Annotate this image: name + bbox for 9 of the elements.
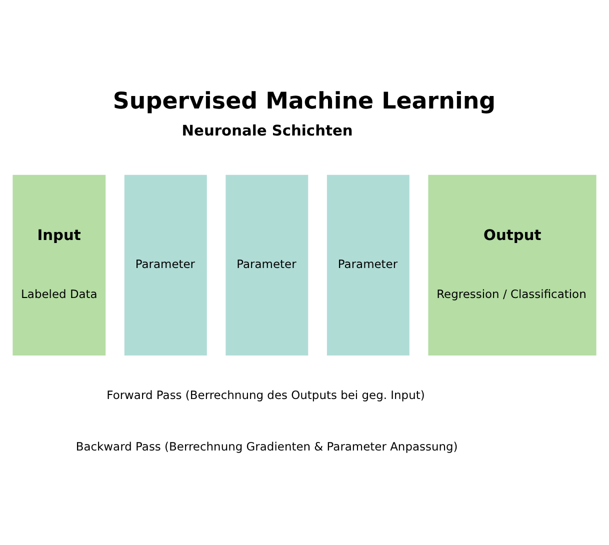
node-box: Parameter [226, 174, 308, 356]
label: Forward Pass (Berrechnung des Outputs bei geg. Input) [106, 388, 425, 402]
node-box: Parameter [124, 174, 207, 356]
label: Neuronale Schichten [182, 122, 353, 140]
node-box: Parameter [326, 174, 410, 356]
node-box: Output Regression / Classification [428, 174, 596, 356]
node-box: Input Labeled Data [12, 174, 106, 356]
diagram-title: Supervised Machine Learning [112, 88, 496, 115]
label: Backward Pass (Berrechnung Gradienten & Parameter Anpassung) [76, 439, 458, 454]
